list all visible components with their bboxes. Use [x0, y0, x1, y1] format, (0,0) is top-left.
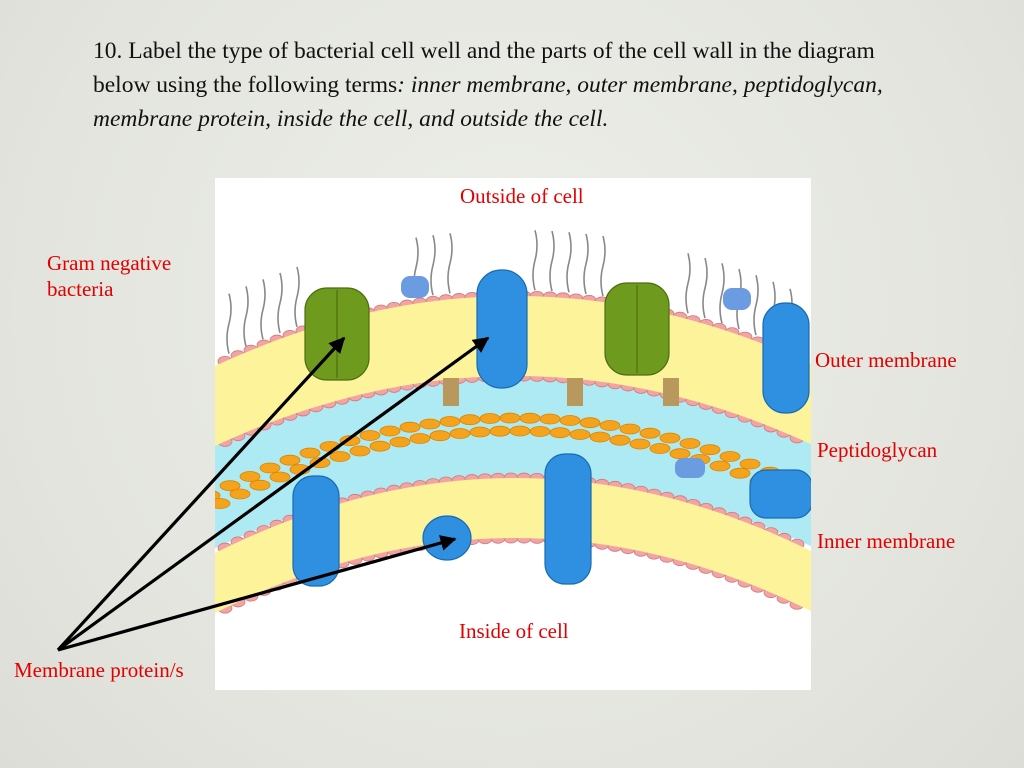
small-surface-protein: [401, 276, 429, 298]
peptidoglycan-bead: [419, 418, 441, 430]
peptidoglycan-bead: [649, 443, 671, 454]
lps-strand: [243, 286, 249, 347]
small-periplasmic-protein: [675, 458, 705, 478]
inner-membrane-tails: [215, 478, 811, 613]
peptidoglycan-bead: [249, 479, 271, 491]
peptidoglycan-bead: [409, 433, 431, 444]
peptidoglycan-bead: [379, 425, 401, 437]
peptidoglycan-bead: [399, 421, 421, 433]
label-gram-line1: Gram negative: [47, 251, 172, 275]
label-outer-membrane: Outer membrane: [815, 348, 957, 372]
peptidoglycan-bead: [739, 458, 761, 470]
label-membrane-proteins: Membrane protein/s: [14, 658, 184, 682]
lps-strand: [685, 253, 691, 314]
lps-strand: [600, 235, 606, 297]
peptidoglycan-bead: [629, 438, 651, 450]
inner-membrane-protein-left: [292, 475, 340, 587]
periplasm-region: [215, 353, 811, 548]
peptidoglycan-bead: [579, 417, 601, 429]
lps-strand: [226, 293, 232, 354]
peptidoglycan-bead: [215, 498, 231, 509]
peptidoglycan-bead: [239, 471, 261, 482]
peptidoglycan-bead: [599, 420, 621, 431]
peptidoglycan-bead: [359, 430, 381, 441]
peptidoglycan-bead: [589, 431, 611, 443]
blue-outer-membrane-protein-edge: [762, 302, 810, 414]
peptidoglycan-bead: [299, 447, 321, 459]
peptidoglycan-bead: [679, 438, 701, 449]
peptidoglycan-bead: [279, 454, 301, 466]
lps-strand: [583, 233, 589, 295]
peptidoglycan-bead: [439, 416, 461, 427]
small-surface-protein: [723, 288, 751, 310]
arrow-to-green-protein: [56, 336, 346, 652]
peptidoglycan-bead: [569, 429, 591, 440]
label-gram-negative: Gram negative bacteria: [47, 250, 171, 302]
lipoprotein-stalk: [567, 378, 583, 406]
lps-strand: [566, 232, 572, 293]
label-inner-membrane: Inner membrane: [817, 529, 956, 553]
lps-strand: [532, 230, 538, 291]
peptidoglycan-bead: [259, 462, 281, 474]
peptidoglycan-bead: [709, 460, 731, 472]
label-peptidoglycan: Peptidoglycan: [817, 438, 938, 462]
peptidoglycan-bead: [549, 427, 571, 439]
peptidoglycan-bead: [389, 436, 411, 448]
lps-strand: [277, 272, 283, 334]
lps-strand: [753, 274, 759, 336]
peptidoglycan-bead: [619, 423, 641, 435]
arrow-to-blue-outer-protein: [57, 336, 490, 652]
peptidoglycan-bead: [369, 440, 391, 452]
lipoprotein-stalk: [443, 378, 459, 406]
inner-membrane-protein-right: [749, 469, 811, 519]
peptidoglycan-bead: [699, 444, 721, 456]
inner-membrane-protein-center: [544, 453, 592, 585]
peptidoglycan-bead: [559, 415, 581, 426]
peptidoglycan-bead: [329, 451, 351, 462]
cell-wall-illustration: [215, 230, 811, 614]
membrane-proteins: [292, 269, 811, 587]
cell-wall-diagram: [215, 178, 811, 690]
lps-strand: [260, 279, 266, 340]
lps-strand: [719, 263, 725, 324]
label-gram-line2: bacteria: [47, 277, 114, 301]
peptidoglycan-bead: [219, 480, 241, 492]
question-text: 10. Label the type of bacterial cell wel…: [93, 34, 933, 136]
peptidoglycan-bead: [229, 488, 251, 500]
peptidoglycan-bead: [429, 430, 451, 442]
peptidoglycan-bead: [269, 471, 291, 483]
peptidoglycan-bead: [215, 490, 221, 501]
peptidoglycan-bead: [609, 434, 631, 446]
lps-strand: [447, 233, 453, 294]
peptidoglycan-bead: [659, 432, 681, 444]
label-outside-of-cell: Outside of cell: [460, 184, 584, 208]
lps-strand: [294, 266, 300, 328]
lipoprotein-stalk: [663, 378, 679, 406]
peptidoglycan-bead: [349, 445, 371, 457]
question-plain: 10. Label the type of bacterial cell wel…: [93, 38, 875, 98]
peptidoglycan-bead: [639, 427, 661, 439]
lps-strand: [702, 257, 708, 319]
peptidoglycan-bead: [729, 467, 751, 479]
lps-strand: [549, 230, 555, 292]
question-italic-terms: : inner membrane, outer membrane, peptid…: [93, 72, 883, 132]
label-inside-of-cell: Inside of cell: [459, 619, 569, 643]
blue-outer-membrane-protein: [476, 269, 528, 389]
arrow-to-inner-protein: [57, 535, 457, 652]
peptidoglycan-bead: [719, 451, 741, 462]
lps-strand: [430, 235, 436, 296]
